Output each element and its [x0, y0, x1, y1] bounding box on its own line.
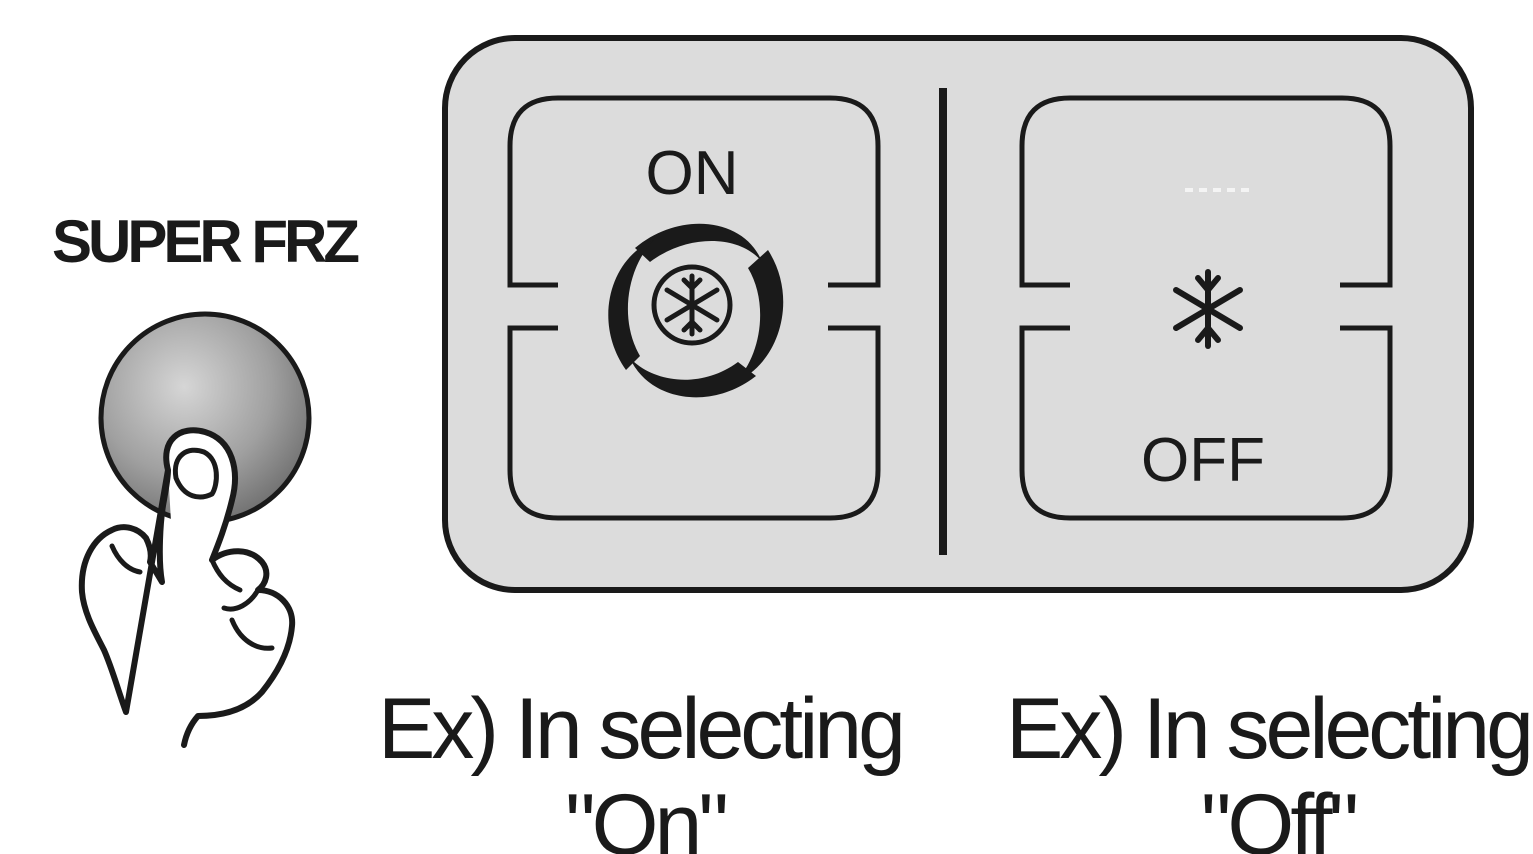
pressing-hand-icon: [78, 427, 296, 748]
swirl-icon: [608, 223, 784, 398]
button-label: SUPER FRZ: [52, 208, 358, 275]
display-panel: [442, 35, 1474, 593]
off-indicator: OFF: [1019, 95, 1393, 521]
off-label: OFF: [1141, 426, 1265, 495]
snowflake-icon: [651, 264, 733, 346]
caption-on-line1: Ex) In selecting: [378, 681, 902, 777]
caption-off-line2: "Off": [1201, 777, 1356, 854]
on-indicator: ON: [507, 95, 881, 521]
snowflake-icon: [1173, 269, 1243, 349]
caption-off-line1: Ex) In selecting: [1006, 681, 1530, 777]
on-label: ON: [646, 139, 739, 208]
caption-on-line2: "On": [565, 777, 725, 854]
